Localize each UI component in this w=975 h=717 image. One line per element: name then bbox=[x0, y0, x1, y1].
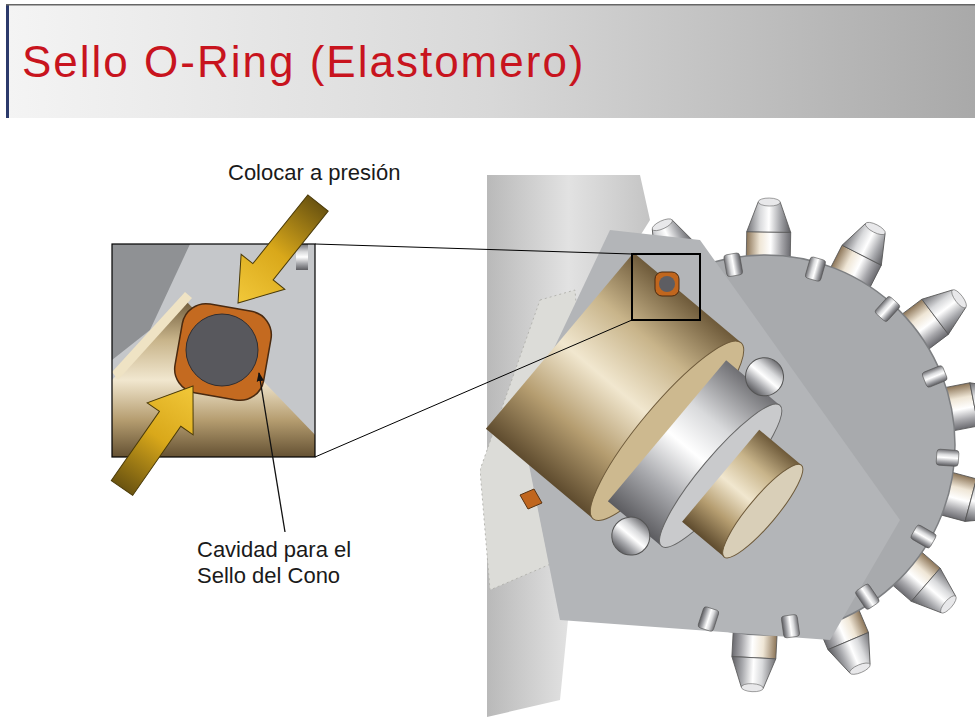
gage-insert bbox=[921, 365, 947, 388]
illustration-part bbox=[315, 320, 632, 457]
gage-insert bbox=[697, 606, 719, 632]
callout-label: Cavidad para el Sello del Cono bbox=[197, 537, 385, 590]
press-arrow bbox=[216, 186, 340, 321]
illustration-part bbox=[842, 218, 895, 265]
illustration-part bbox=[938, 593, 958, 615]
illustration-part bbox=[8, 5, 975, 118]
gage-insert bbox=[723, 253, 743, 277]
zoom-box bbox=[632, 254, 700, 320]
illustration-part bbox=[758, 198, 780, 206]
illustration-part bbox=[910, 524, 937, 549]
illustration-part bbox=[921, 365, 947, 388]
drill-bit-cone bbox=[480, 175, 975, 717]
illustration-part bbox=[781, 614, 800, 638]
illustration-part bbox=[911, 568, 963, 621]
illustration-part bbox=[874, 295, 901, 322]
illustration-part bbox=[936, 449, 959, 466]
illustration-part bbox=[216, 186, 340, 321]
illustration-part bbox=[112, 244, 315, 457]
illustration-part bbox=[659, 276, 675, 292]
illustration-part bbox=[922, 281, 972, 334]
seal-ring-small bbox=[655, 272, 679, 296]
illustration-part bbox=[855, 583, 881, 610]
slide-title: Sello O-Ring (Elastomero) bbox=[22, 38, 586, 86]
illustration-part bbox=[651, 216, 674, 233]
illustration-part bbox=[848, 661, 871, 677]
illustration-part bbox=[828, 632, 880, 677]
bearing-pin bbox=[481, 247, 853, 615]
illustration-part bbox=[112, 300, 315, 457]
seal-inset bbox=[112, 244, 320, 460]
zoom-lines bbox=[315, 244, 632, 457]
gage-insert bbox=[855, 583, 881, 610]
callout-label: Colocar a presión bbox=[228, 160, 468, 186]
illustration-part bbox=[6, 4, 975, 6]
illustration-part bbox=[99, 370, 216, 504]
ball-bearing bbox=[738, 350, 792, 404]
illustration-part bbox=[713, 456, 812, 566]
o-ring bbox=[186, 314, 258, 386]
gage-insert bbox=[910, 524, 937, 549]
illustration-part bbox=[741, 683, 763, 692]
title-banner bbox=[6, 4, 975, 118]
press-arrows bbox=[99, 186, 340, 504]
illustration-part bbox=[112, 244, 315, 457]
gage-insert bbox=[805, 256, 826, 282]
press-arrow bbox=[99, 370, 216, 504]
illustration-part bbox=[805, 256, 826, 282]
seal-orange bbox=[520, 489, 542, 509]
leader-line bbox=[259, 373, 285, 532]
illustration-part bbox=[697, 606, 719, 632]
illustration-part bbox=[6, 5, 9, 118]
gage-insert bbox=[781, 614, 800, 638]
gage-insert bbox=[874, 295, 901, 322]
illustration-part bbox=[723, 253, 743, 277]
illustration-part bbox=[949, 288, 969, 310]
gage-insert bbox=[936, 449, 959, 466]
illustration-part bbox=[864, 220, 887, 237]
illustration-part bbox=[965, 479, 975, 529]
illustration-part bbox=[315, 244, 632, 254]
ball-bearing bbox=[604, 509, 658, 563]
illustration-part bbox=[970, 377, 975, 426]
